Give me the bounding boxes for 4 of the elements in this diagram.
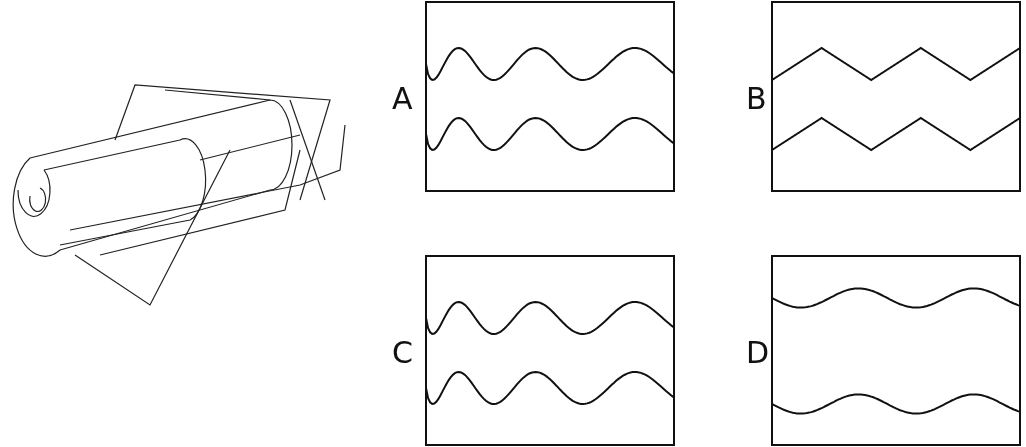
panel-letter: B (746, 84, 767, 114)
panel-letter: A (392, 84, 413, 114)
panel-letter: D (746, 338, 770, 368)
panel-letter: C (392, 338, 413, 368)
